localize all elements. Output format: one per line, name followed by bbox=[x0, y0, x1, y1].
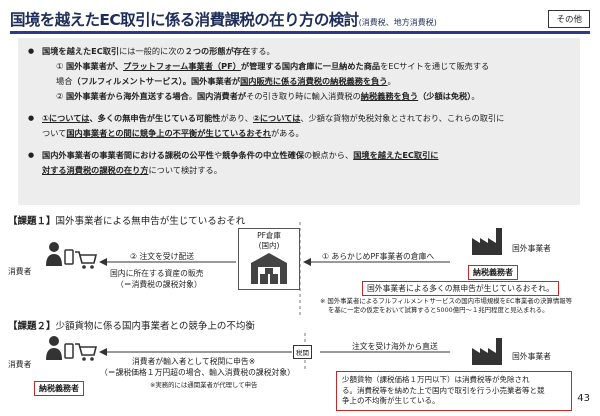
consumer-label-1: 消費者 bbox=[8, 267, 32, 276]
form-2: ② 国外事業者から海外直送する場合。国内消費者がその引き取り時に輸入消費税の納税… bbox=[56, 91, 480, 101]
taxpayer-badge-1: 納税義務者 bbox=[468, 265, 518, 280]
pf-warehouse: PF倉庫 (国内) bbox=[238, 228, 300, 290]
customs-box: 税関 bbox=[293, 345, 312, 359]
shopping-cart-icon bbox=[75, 251, 98, 269]
arrow-label-stock: ① あらかじめPF事業者の倉庫へ bbox=[322, 252, 435, 261]
shopping-cart-icon-2 bbox=[75, 343, 98, 361]
form-1: ① 国外事業者が、プラットフォーム事業者（PF）が管理する国内倉庫に一旦納めた商… bbox=[56, 61, 490, 86]
factory-icon-2 bbox=[472, 338, 502, 365]
taxpayer-badge-2: 納税義務者 bbox=[34, 381, 84, 396]
consumer-icon bbox=[46, 242, 74, 266]
title-underline bbox=[10, 31, 590, 34]
page-number: 43 bbox=[577, 393, 590, 404]
issue-1-heading: 【課題１】国外事業者による無申告が生じているおそれ bbox=[8, 216, 246, 227]
foreign-business-label-2: 国外事業者 bbox=[512, 352, 551, 361]
import-declaration-label: 消費者が輸入者として税関に申告※ bbox=[132, 357, 256, 366]
import-tax-label: （＝課税価格１万円超の場合、輸入消費税の課税対象） bbox=[100, 368, 295, 377]
warehouse-icon bbox=[251, 253, 287, 284]
arrow-label-delivery: ② 注文を受け配送 bbox=[130, 252, 195, 261]
consumer-icon-2 bbox=[46, 336, 74, 360]
page-title: 国境を越えたEC取引に係る消費課税の在り方の検討(消費税、地方消費税) bbox=[10, 11, 437, 29]
small-goods-note: 少額貨物（課税価格１万円以下）は消費税等が免除され る。消費税等を納めた上で国内… bbox=[336, 371, 572, 411]
sale-sub-label: （＝消費税の課税対象） bbox=[116, 280, 202, 289]
issue-2-heading: 【課題２】少額貨物に係る国内事業者との競争上の不均衡 bbox=[8, 321, 255, 332]
summary-bullet-2: ①については、多くの無申告が生じている可能性があり、②については、少額な貨物が免… bbox=[28, 111, 570, 141]
sale-label: 国内に所在する資産の販売 bbox=[110, 269, 204, 278]
factory-icon bbox=[472, 228, 502, 255]
no-filing-warning: 国外事業者による多くの無申告が生じているおそれ。 bbox=[362, 281, 559, 296]
category-tag: その他 bbox=[548, 10, 590, 28]
summary-box: 国境を越えたEC取引には一般的に次の２つの形態が存在する。 ① 国外事業者が、プ… bbox=[18, 38, 580, 205]
title-note: (消費税、地方消費税) bbox=[358, 18, 437, 27]
market-size-note-2: を基に一定の仮定をおいて試算すると5000億円～１兆円程度と見込まれる。 bbox=[328, 306, 549, 314]
market-size-note-1: ※ 国外事業者によるフルフィルメントサービスの国内市場規模をEC事業者の決算情報… bbox=[320, 297, 573, 305]
consumer-label-2: 消費者 bbox=[8, 360, 32, 369]
foreign-business-label-1: 国外事業者 bbox=[512, 244, 551, 253]
summary-bullet-3: 国内外事業者の事業者間における課税の公平性や競争条件の中立性確保の観点から、国境… bbox=[28, 148, 570, 178]
arrow-label-direct: 注文を受け海外から直送 bbox=[352, 342, 438, 351]
summary-bullet-1: 国境を越えたEC取引には一般的に次の２つの形態が存在する。 ① 国外事業者が、プ… bbox=[28, 44, 570, 104]
customs-broker-note: ※実務的には通関業者が代理して申告 bbox=[150, 381, 258, 389]
